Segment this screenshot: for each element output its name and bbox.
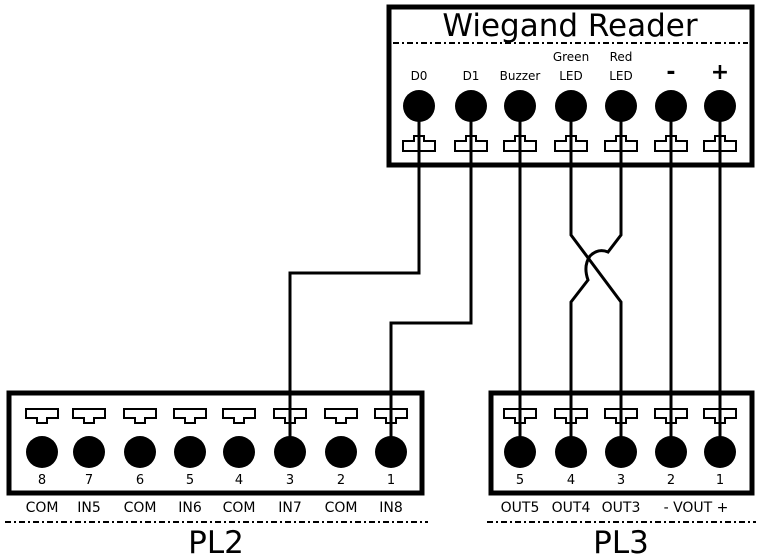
terminal-tab-icon	[222, 408, 256, 424]
terminal-tab-icon	[25, 408, 59, 424]
screw-terminal-icon	[73, 436, 105, 468]
screw-terminal-icon	[704, 90, 736, 122]
screw-terminal-icon	[26, 436, 58, 468]
terminal-tab-icon	[72, 408, 106, 424]
terminal-tab-icon	[173, 408, 207, 424]
pl3-terminal-1: 1	[703, 408, 737, 488]
terminal-number: 3	[617, 473, 625, 488]
terminal-number: 6	[136, 473, 144, 488]
terminal-label: COM	[223, 500, 256, 516]
reader-pin-label: LED	[559, 69, 583, 83]
terminal-number: 5	[186, 473, 194, 488]
screw-terminal-icon	[504, 436, 536, 468]
screw-terminal-icon	[325, 436, 357, 468]
terminal-label: IN6	[178, 500, 202, 516]
terminal-number: 4	[235, 473, 243, 488]
screw-terminal-icon	[555, 436, 587, 468]
screw-terminal-icon	[655, 436, 687, 468]
terminal-tab-icon	[324, 408, 358, 424]
reader-pin-plus: +	[703, 60, 737, 152]
pl3-name: PL3	[593, 525, 649, 557]
reader-pin-label: Buzzer	[500, 69, 541, 83]
terminal-label: COM	[124, 500, 157, 516]
screw-terminal-icon	[124, 436, 156, 468]
reader-pin-label-top: Red	[610, 50, 633, 64]
reader-pin-label-top: Green	[553, 50, 589, 64]
pl3-box	[488, 390, 755, 496]
screw-terminal-icon	[504, 90, 536, 122]
reader-pin-label: -	[666, 60, 675, 85]
pl2-box	[6, 390, 425, 496]
pl2-name: PL2	[188, 525, 244, 557]
pl3-vout-label: - VOUT +	[664, 500, 729, 516]
reader-pin-label: D1	[463, 69, 480, 83]
screw-terminal-icon	[704, 436, 736, 468]
pl3-terminal-2: 2	[654, 408, 688, 488]
terminal-tab-icon	[123, 408, 157, 424]
terminal-label: IN5	[77, 500, 101, 516]
wire-green-led-to-pl3-3	[569, 108, 623, 450]
terminal-number: 2	[667, 473, 675, 488]
terminal-number: 8	[38, 473, 46, 488]
terminal-number: 3	[286, 473, 294, 488]
screw-terminal-icon	[605, 436, 637, 468]
terminal-number: 1	[716, 473, 724, 488]
terminal-number: 4	[567, 473, 575, 488]
terminal-label: OUT3	[602, 500, 641, 516]
terminal-label: IN8	[379, 500, 403, 516]
terminal-label: IN7	[278, 500, 302, 516]
screw-terminal-icon	[455, 90, 487, 122]
wire-d1-to-pl2-1	[389, 108, 473, 450]
terminal-number: 2	[337, 473, 345, 488]
wire-red-led-to-pl3-4	[569, 108, 623, 450]
wire-d0-to-pl2-3	[288, 108, 421, 450]
terminal-number: 5	[516, 473, 524, 488]
screw-terminal-icon	[375, 436, 407, 468]
reader-title: Wiegand Reader	[442, 8, 697, 44]
screw-terminal-icon	[555, 90, 587, 122]
terminal-number: 7	[85, 473, 93, 488]
terminal-label: OUT4	[552, 500, 591, 516]
screw-terminal-icon	[655, 90, 687, 122]
terminal-number: 1	[387, 473, 395, 488]
reader-pin-label: LED	[609, 69, 633, 83]
screw-terminal-icon	[274, 436, 306, 468]
screw-terminal-icon	[223, 436, 255, 468]
terminal-label: COM	[26, 500, 59, 516]
screw-terminal-icon	[605, 90, 637, 122]
screw-terminal-icon	[403, 90, 435, 122]
reader-pin-label: D0	[411, 69, 428, 83]
wires	[288, 108, 722, 450]
screw-terminal-icon	[174, 436, 206, 468]
reader-pin-label: +	[711, 60, 729, 85]
terminal-label: COM	[325, 500, 358, 516]
terminal-label: OUT5	[501, 500, 540, 516]
